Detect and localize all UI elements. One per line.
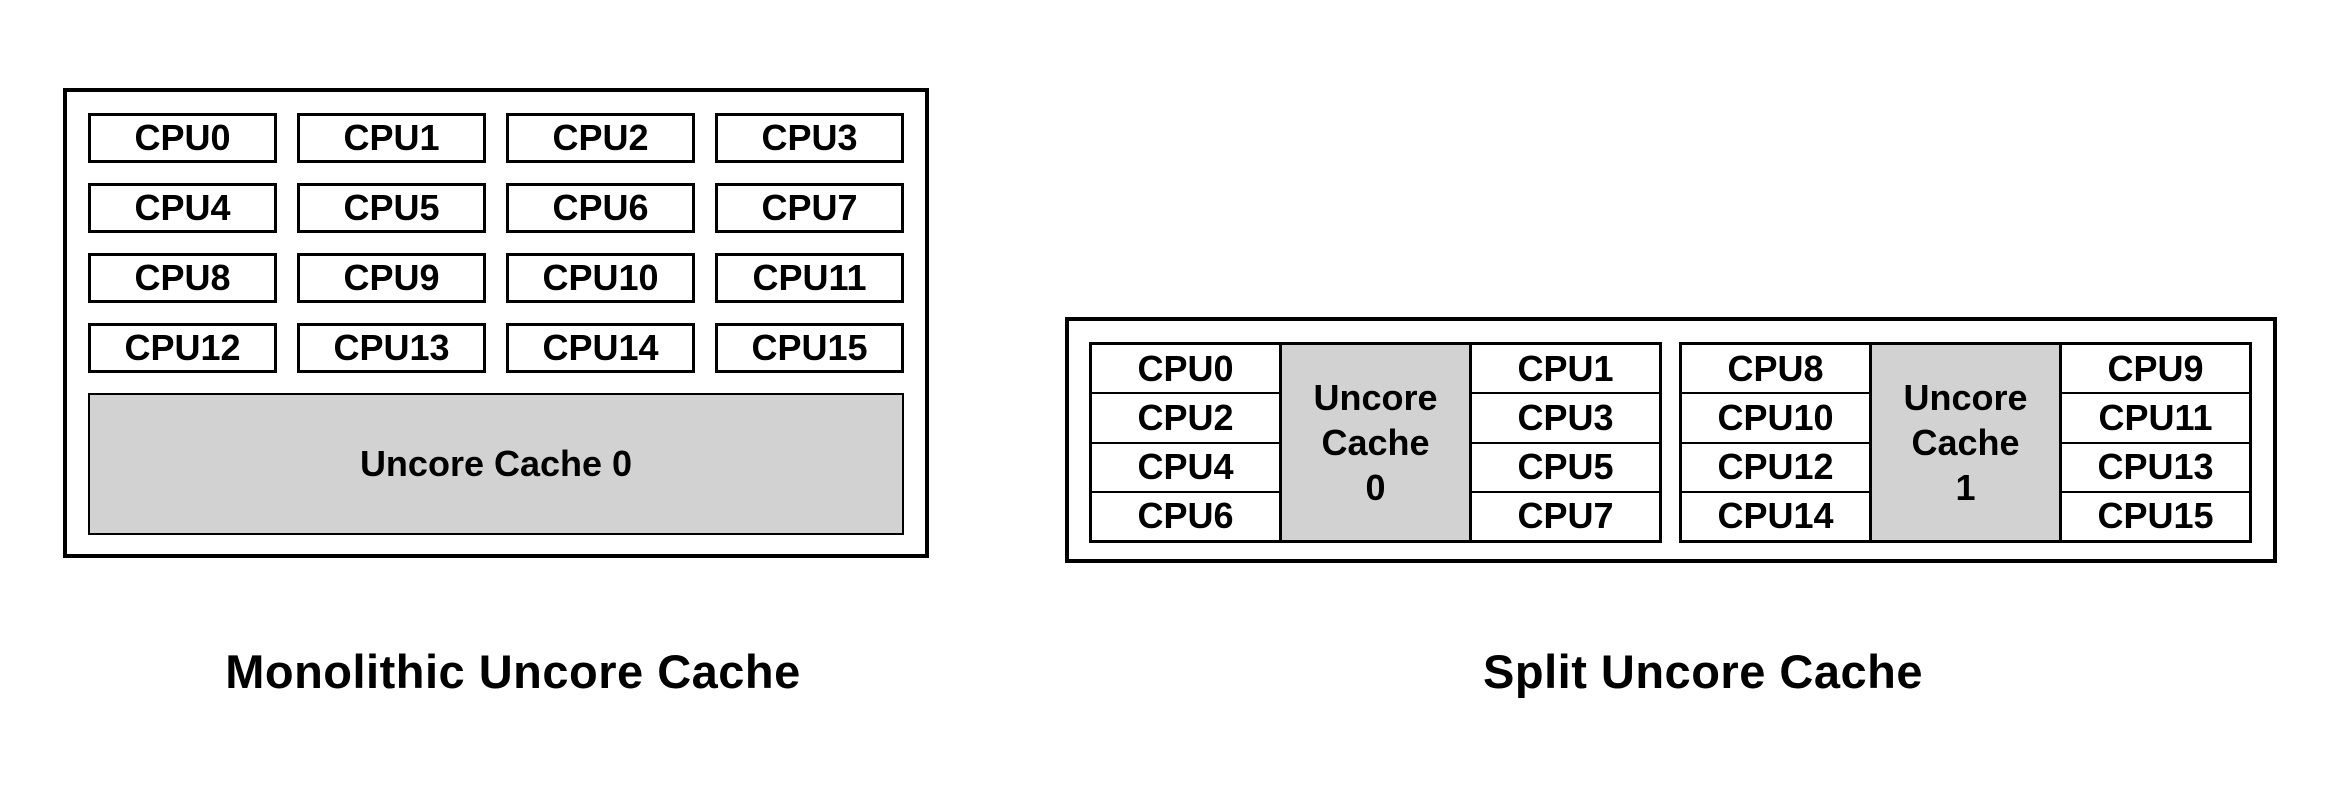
split-group-0-right-cpu-column: CPU1 CPU3 CPU5 CPU7 [1469,342,1662,543]
cpu-box: CPU9 [297,253,486,303]
cpu-box: CPU0 [88,113,277,163]
cpu-box: CPU3 [715,113,904,163]
uncore-cache-1-split-box: Uncore Cache 1 [1869,342,2062,543]
cpu-box: CPU12 [1682,444,1869,493]
split-group-0-left-cpu-column: CPU0 CPU2 CPU4 CPU6 [1089,342,1282,543]
cpu-box: CPU11 [715,253,904,303]
split-group-1-right-cpu-column: CPU9 CPU11 CPU13 CPU15 [2059,342,2252,543]
cpu-box: CPU5 [297,183,486,233]
split-group-1-left-cpu-column: CPU8 CPU10 CPU12 CPU14 [1679,342,1872,543]
cpu-box: CPU5 [1472,444,1659,493]
split-diagram-caption: Split Uncore Cache [1483,645,1923,698]
cpu-box: CPU11 [2062,394,2249,444]
uncore-cache-label-line: Cache [1321,422,1430,463]
cpu-box: CPU4 [88,183,277,233]
cpu-box: CPU6 [506,183,695,233]
uncore-cache-label-line: Cache [1911,422,2020,463]
cpu-box: CPU14 [506,323,695,373]
cpu-box: CPU13 [297,323,486,373]
cpu-box: CPU7 [1517,495,1614,537]
cpu-box: CPU7 [715,183,904,233]
monolithic-cpu-grid: CPU0 CPU1 CPU2 CPU3 CPU4 CPU5 CPU6 CPU7 … [88,113,904,373]
cpu-box: CPU15 [715,323,904,373]
cpu-box: CPU0 [1092,345,1279,395]
uncore-cache-0-label: Uncore Cache 0 [359,443,633,484]
uncore-cache-label-line: Uncore [1313,377,1438,418]
uncore-cache-0-split-box: Uncore Cache 0 [1279,342,1472,543]
cpu-box: CPU9 [2062,345,2249,395]
cpu-box: CPU10 [506,253,695,303]
cpu-box: CPU2 [1092,394,1279,444]
cpu-box: CPU4 [1092,444,1279,493]
uncore-cache-label-line: Uncore [1903,377,2028,418]
cpu-box: CPU13 [2062,444,2249,493]
uncore-cache-0-box: Uncore Cache 0 [88,393,904,535]
uncore-cache-label-line: 0 [1365,467,1386,508]
cpu-box: CPU10 [1682,394,1869,444]
cpu-box: CPU6 [1137,495,1234,537]
cpu-box: CPU1 [297,113,486,163]
uncore-cache-label-line: 1 [1955,467,1976,508]
monolithic-uncore-diagram: CPU0 CPU1 CPU2 CPU3 CPU4 CPU5 CPU6 CPU7 … [63,88,929,558]
split-group-0: CPU0 CPU2 CPU4 CPU6 Uncore Cache 0 CPU1 … [1089,342,1662,543]
cpu-box: CPU12 [88,323,277,373]
cpu-box: CPU14 [1717,495,1834,537]
cpu-box: CPU15 [2097,495,2214,537]
cpu-box: CPU8 [88,253,277,303]
cpu-box: CPU2 [506,113,695,163]
split-group-1: CPU8 CPU10 CPU12 CPU14 Uncore Cache 1 CP… [1679,342,2252,543]
cpu-box: CPU8 [1682,345,1869,395]
cpu-box: CPU3 [1472,394,1659,444]
cpu-box: CPU1 [1472,345,1659,395]
split-uncore-diagram: CPU0 CPU2 CPU4 CPU6 Uncore Cache 0 CPU1 … [1065,317,2277,563]
monolithic-diagram-caption: Monolithic Uncore Cache [225,645,801,698]
